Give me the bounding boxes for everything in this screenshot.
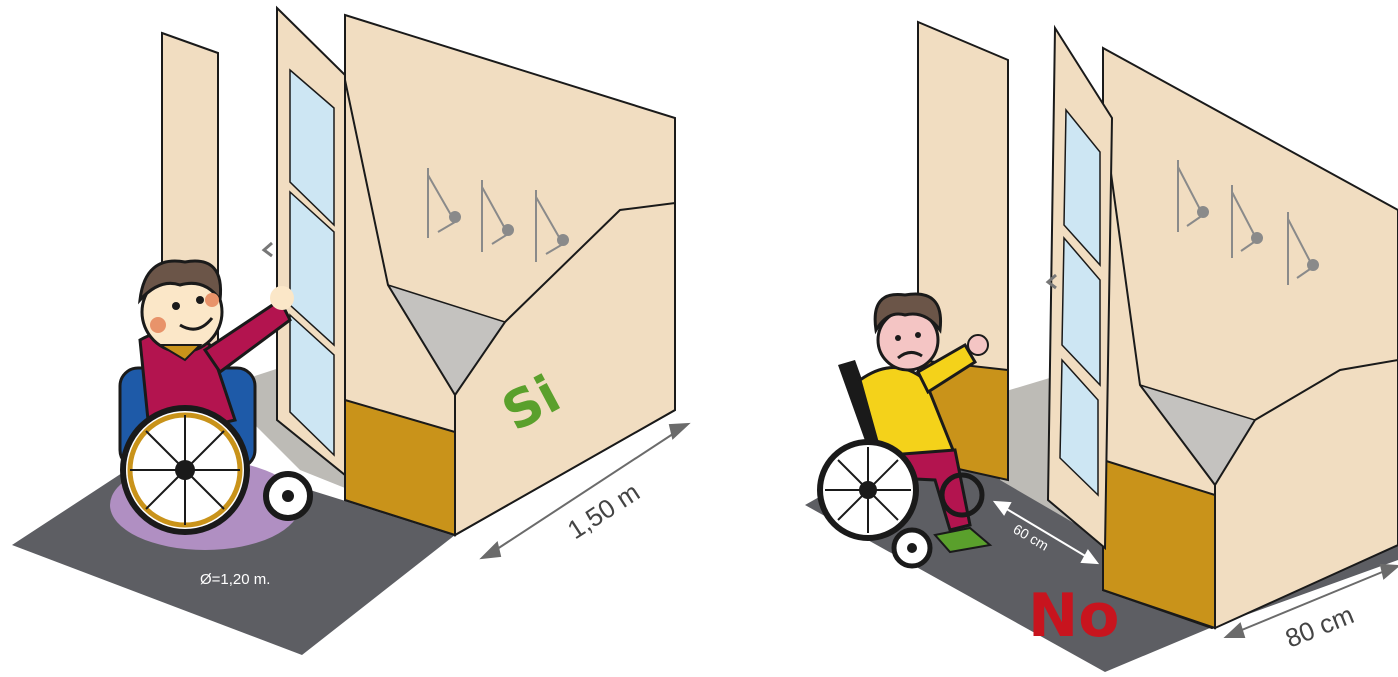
panel-no: 60 cm 80 cm No bbox=[805, 22, 1398, 672]
panel-si: 1,50 m Ø=1,20 m. Si bbox=[12, 8, 688, 655]
verdict-no: No bbox=[1028, 581, 1119, 651]
width-label: 80 cm bbox=[1281, 599, 1358, 653]
diameter-label: Ø=1,20 m. bbox=[200, 571, 270, 588]
depth-label-left: 1,50 m bbox=[562, 477, 645, 545]
door-handle-left bbox=[264, 243, 272, 256]
